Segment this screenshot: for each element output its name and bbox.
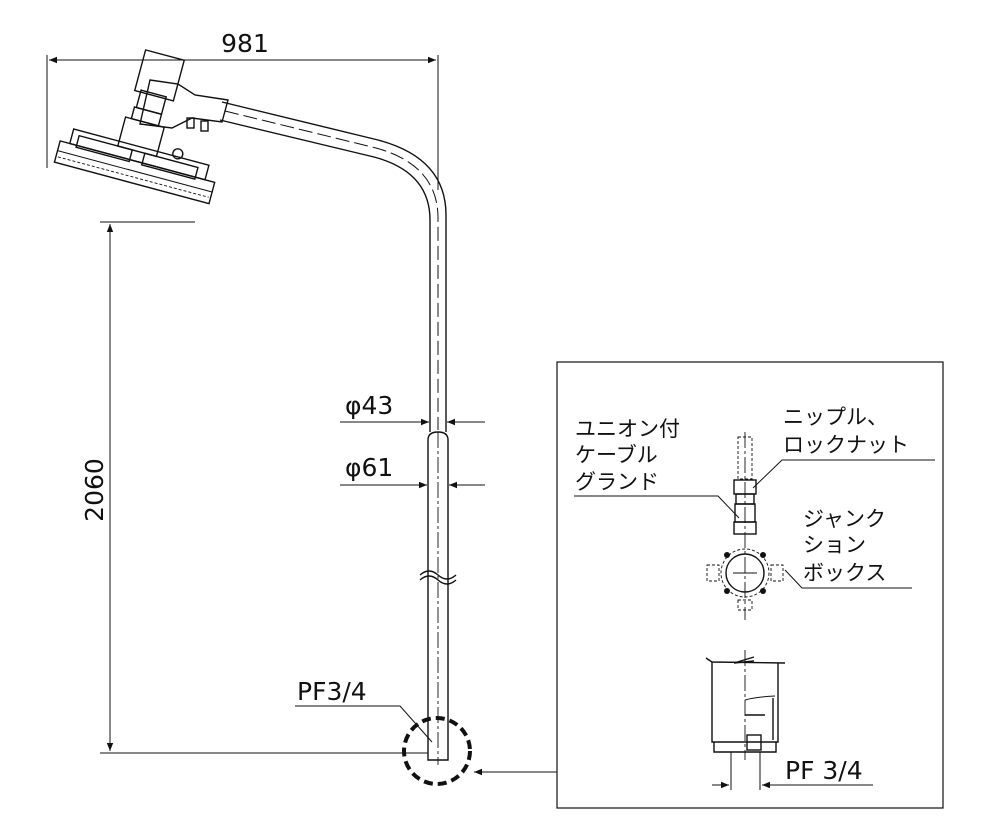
thread-callout: PF3/4	[295, 677, 557, 786]
svg-text:ユニオン付: ユニオン付	[575, 417, 680, 441]
height-value: 2060	[80, 458, 109, 522]
height-dimension: 2060	[80, 221, 428, 754]
svg-text:ケーブル: ケーブル	[575, 443, 658, 467]
thread-label: PF3/4	[297, 677, 367, 706]
pole	[219, 101, 457, 765]
inner-diameter-value: φ43	[345, 391, 393, 420]
luminaire-head	[53, 49, 229, 205]
svg-text:ニップル、: ニップル、	[783, 405, 888, 429]
outer-diameter-value: φ61	[345, 453, 393, 482]
svg-text:グランド: グランド	[575, 470, 659, 494]
svg-text:ジャンク: ジャンク	[803, 507, 886, 531]
outer-diameter-dimension: φ61	[340, 453, 485, 489]
svg-text:ション: ション	[803, 533, 866, 557]
svg-text:ロックナット: ロックナット	[783, 433, 909, 457]
svg-text:ボックス: ボックス	[803, 561, 886, 585]
detail-circle	[402, 716, 472, 786]
width-value: 981	[221, 29, 269, 58]
inner-diameter-dimension: φ43	[340, 391, 485, 426]
detail-thread-label: PF 3/4	[785, 756, 863, 785]
junction-box-label: ジャンク ション ボックス	[784, 507, 912, 589]
width-dimension: 981	[46, 29, 439, 190]
nipple-label: ニップル、 ロックナット	[752, 405, 935, 489]
cable-gland-label: ユニオン付 ケーブル グランド	[574, 417, 740, 519]
detail-inset: ユニオン付 ケーブル グランド ニップル、 ロックナット ジャンク ション ボッ…	[556, 361, 944, 809]
